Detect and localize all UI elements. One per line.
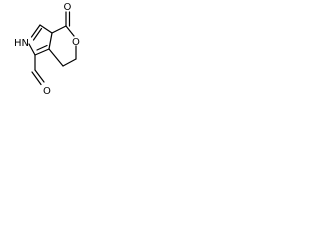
chemical-structure: O O O HN: [14, 2, 80, 97]
bond-c3-c3a: [30, 24, 41, 38]
bond-c6-c7: [62, 58, 77, 67]
bond-c1-n: [28, 43, 36, 56]
carbonyl-oxygen-label: O: [64, 2, 72, 13]
bond-c7a-c1-double: [36, 44, 48, 51]
ring-oxygen-label: O: [72, 37, 80, 48]
aldehyde-oxygen-label: O: [43, 86, 51, 97]
bond-c7a-c1: [34, 48, 50, 56]
nh-label: HN: [14, 38, 29, 49]
bond-cho-o: [34, 69, 45, 83]
bond-c3a-c4: [51, 25, 67, 34]
bond-cho-o-double: [31, 71, 42, 86]
bond-c3a-c7a-shared-top: [39, 24, 53, 34]
bond-c7-c7a: [48, 48, 64, 67]
bond-c4-o-ring: [65, 25, 75, 37]
bond-c3-c3a-double: [32, 27, 43, 41]
bond-shared-vertical: [48, 32, 53, 50]
molecule-diagram: O O O HN: [0, 0, 89, 102]
